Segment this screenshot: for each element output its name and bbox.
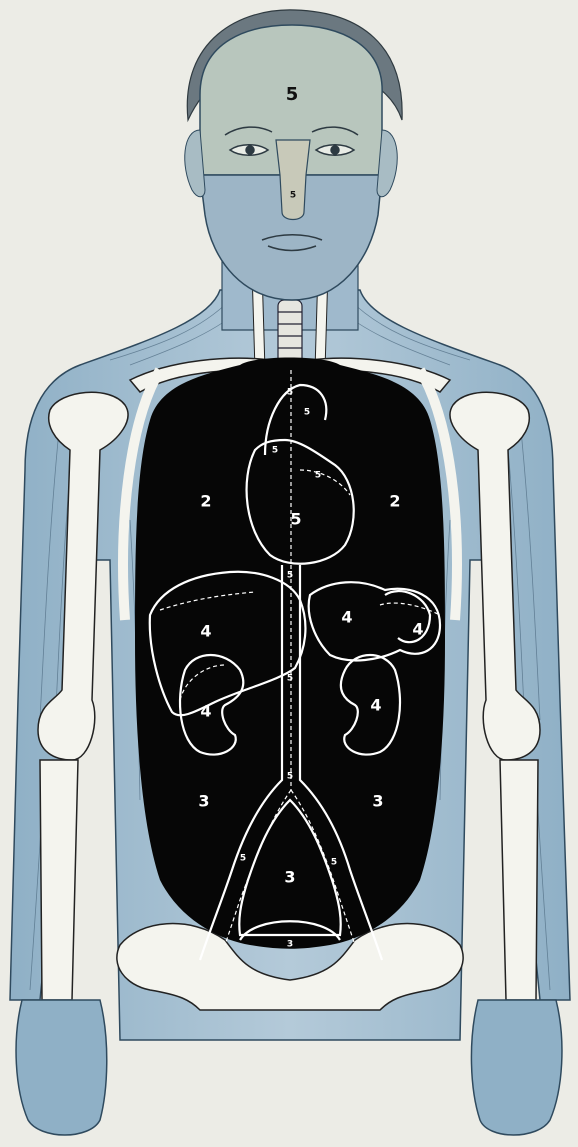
left-hand bbox=[16, 1000, 107, 1135]
zone-neck-vessel: 5 bbox=[287, 388, 293, 398]
right-hand bbox=[471, 1000, 562, 1135]
zone-iliac-left: 5 bbox=[240, 854, 246, 864]
zone-heart-left: 5 bbox=[272, 446, 278, 456]
zone-heart-right: 5 bbox=[315, 471, 321, 481]
vital-zone-black bbox=[135, 358, 445, 949]
zone-iliac-right: 5 bbox=[331, 858, 337, 868]
zone-aortic-arch: 5 bbox=[304, 408, 310, 418]
zone-nose: 5 bbox=[290, 191, 296, 201]
zone-lung-right: 2 bbox=[389, 492, 400, 511]
zone-spleen: 4 bbox=[412, 620, 423, 639]
zone-head: 5 bbox=[286, 84, 299, 105]
zone-abdomen-left: 3 bbox=[198, 792, 209, 811]
zone-lung-left: 2 bbox=[200, 492, 211, 511]
zone-kidney-left: 4 bbox=[200, 702, 211, 721]
zone-aorta-upper: 5 bbox=[287, 571, 293, 581]
zone-heart: 5 bbox=[290, 510, 301, 529]
zone-aorta-mid: 5 bbox=[287, 674, 293, 684]
zone-liver: 4 bbox=[200, 622, 211, 641]
zone-bladder: 3 bbox=[287, 940, 293, 950]
zone-aorta-lower: 5 bbox=[287, 772, 293, 782]
zone-abdomen-right: 3 bbox=[372, 792, 383, 811]
zone-kidney-right: 4 bbox=[370, 696, 381, 715]
zone-pelvis-center: 3 bbox=[284, 868, 295, 887]
zone-stomach: 4 bbox=[341, 608, 352, 627]
